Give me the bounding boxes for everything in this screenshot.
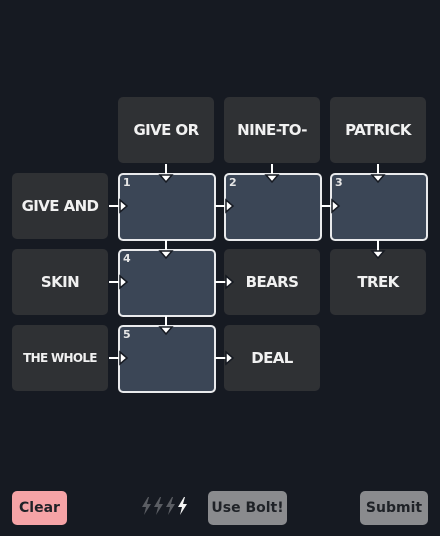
- arrow-down-icon: [370, 164, 386, 184]
- clue-col2: NINE-TO-: [224, 97, 320, 163]
- arrow-right-icon: [109, 350, 129, 366]
- arrow-down-icon: [158, 240, 174, 260]
- cell-number: 1: [123, 176, 131, 189]
- bolt-icon: [154, 497, 163, 515]
- arrow-right-icon: [321, 198, 341, 214]
- clue-row2-far: TREK: [330, 249, 426, 315]
- cell-number: 2: [229, 176, 237, 189]
- clue-row1: GIVE AND: [12, 173, 108, 239]
- arrow-right-icon: [109, 198, 129, 214]
- clue-row3-left: THE WHOLE: [12, 325, 108, 391]
- cell-number: 3: [335, 176, 343, 189]
- arrow-down-icon: [158, 316, 174, 336]
- arrow-down-icon: [370, 240, 386, 260]
- clue-row3-right: DEAL: [224, 325, 320, 391]
- clue-col1: GIVE OR: [118, 97, 214, 163]
- arrow-down-icon: [264, 164, 280, 184]
- arrow-right-icon: [109, 274, 129, 290]
- bolt-icon: [166, 497, 175, 515]
- clue-col3: PATRICK: [330, 97, 426, 163]
- arrow-right-icon: [215, 350, 235, 366]
- use-bolt-button[interactable]: Use Bolt!: [208, 491, 287, 525]
- arrow-right-icon: [215, 274, 235, 290]
- arrow-down-icon: [158, 164, 174, 184]
- clue-row2-left: SKIN: [12, 249, 108, 315]
- bolt-icon: [178, 497, 187, 515]
- bolt-indicator: [141, 497, 188, 515]
- arrow-right-icon: [215, 198, 235, 214]
- cell-number: 5: [123, 328, 131, 341]
- clue-row2-right: BEARS: [224, 249, 320, 315]
- submit-button[interactable]: Submit: [360, 491, 428, 525]
- clear-button[interactable]: Clear: [12, 491, 67, 525]
- bolt-icon: [142, 497, 151, 515]
- cell-number: 4: [123, 252, 131, 265]
